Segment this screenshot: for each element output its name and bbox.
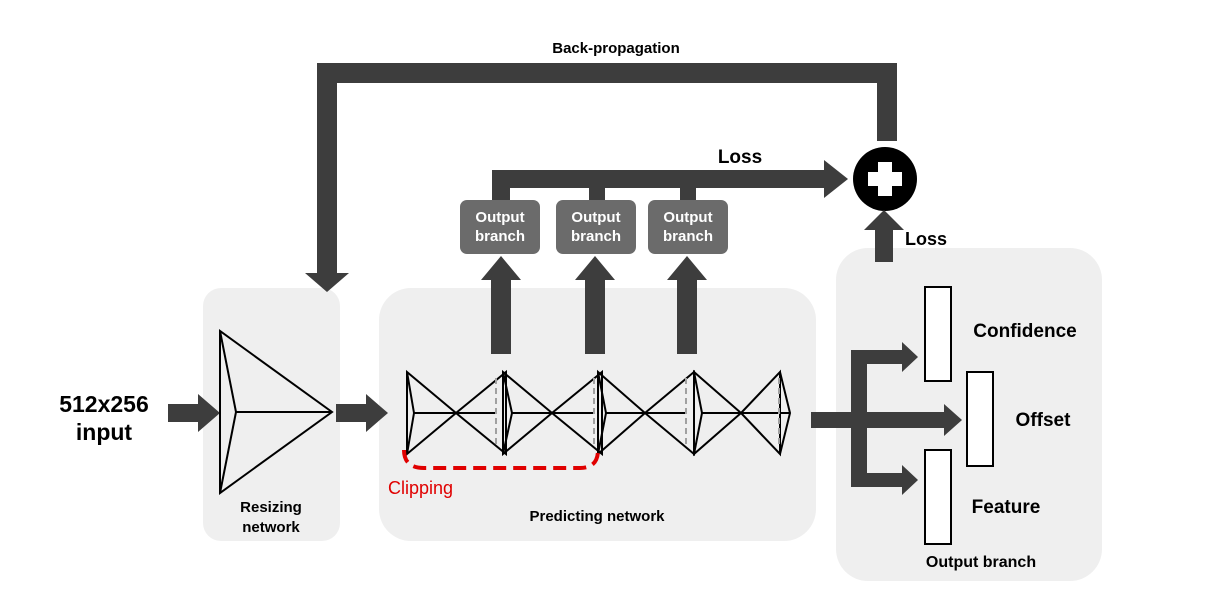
resizing-network-triangle (219, 329, 334, 495)
output-branch-panel-title: Output branch (926, 554, 1036, 571)
resizing-to-predicting-arrow (336, 394, 388, 432)
svg-text:Output: Output (475, 209, 524, 226)
resizing-network-label-line2: network (242, 519, 300, 536)
input-arrow (168, 394, 220, 432)
offset-label: Offset (1016, 410, 1072, 431)
hourglass-module-1 (406, 369, 507, 457)
offset-output-bar (966, 371, 994, 467)
output-branch-box-2: Output branch (556, 200, 636, 254)
sum-node-plus-icon (853, 147, 917, 211)
feature-label: Feature (972, 497, 1041, 518)
svg-text:branch: branch (475, 228, 525, 245)
output-split-arrows (811, 342, 962, 495)
svg-text:Output: Output (663, 209, 712, 226)
svg-text:branch: branch (663, 228, 713, 245)
predicting-network-label: Predicting network (529, 508, 665, 525)
loss-arrow-top (492, 160, 848, 200)
confidence-label: Confidence (973, 321, 1076, 342)
svg-text:Output: Output (571, 209, 620, 226)
resizing-network-label-line1: Resizing (240, 499, 302, 516)
dashed-dividers (495, 378, 780, 448)
output-branch-box-3: Output branch (648, 200, 728, 254)
hourglass-module-2 (502, 369, 603, 457)
clipping-label: Clipping (388, 478, 453, 498)
input-label-line1: 512x256 (59, 391, 149, 417)
svg-text:branch: branch (571, 228, 621, 245)
input-label-line2: input (76, 419, 133, 445)
back-propagation-arrow (305, 63, 897, 292)
confidence-output-bar (924, 286, 952, 382)
resizing-network-panel (203, 288, 340, 541)
clipping-curve (402, 449, 600, 470)
output-branch-box-1: Output branch (460, 200, 540, 254)
feature-output-bar (924, 449, 952, 545)
hourglass-stack (406, 369, 792, 457)
loss-label-top: Loss (718, 147, 762, 168)
loss-arrow-right (864, 210, 904, 262)
loss-label-right: Loss (905, 229, 947, 249)
up-arrows-to-output-branches (481, 256, 707, 354)
back-propagation-label: Back-propagation (552, 40, 680, 57)
